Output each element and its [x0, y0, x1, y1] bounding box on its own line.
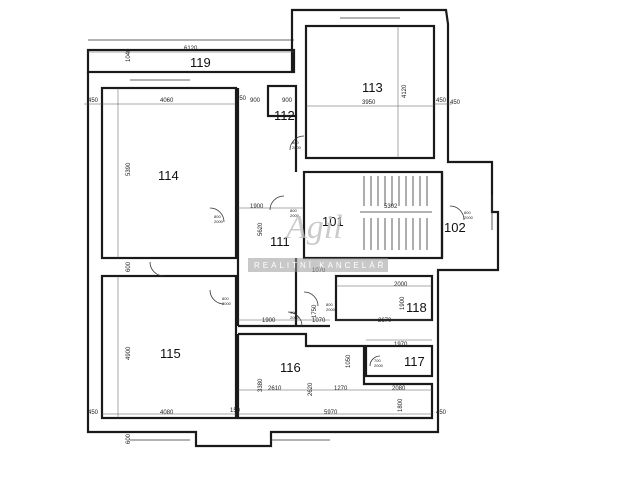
doors — [149, 135, 465, 367]
wall-outer — [86, 8, 500, 448]
room-label-102: 102 — [444, 220, 466, 235]
dim-label: 5970 — [324, 410, 338, 416]
dim-label: 150 — [236, 96, 247, 102]
room-label-112: 112 — [274, 108, 295, 123]
wall-room-115 — [100, 274, 238, 420]
watermark-tagline: REALITNÍ KANCELÁŘ — [254, 261, 386, 270]
dim-label: 450 — [436, 98, 447, 104]
dim-label: 450 — [450, 100, 461, 106]
dim-label: 900 — [282, 98, 293, 104]
dim-label: 1800 — [398, 398, 404, 412]
dim-label: 450 — [88, 410, 99, 416]
door-swing-117 — [369, 355, 381, 367]
dim-label: 1900 — [400, 296, 406, 310]
room-label-115: 115 — [160, 346, 181, 361]
room-label-101: 101 — [322, 214, 344, 229]
wall-room-112 — [266, 84, 298, 118]
room-label-119: 119 — [190, 55, 211, 70]
door-swing-116 — [287, 311, 303, 327]
dim-label: 5620 — [258, 222, 264, 236]
door-swing-115a — [149, 261, 165, 277]
dim-label: 900 — [250, 98, 261, 104]
dim-label: 6120 — [184, 46, 198, 52]
dim-label: 1070 — [312, 318, 326, 324]
dim-label: 2610 — [268, 386, 282, 392]
dim-label: 4900 — [126, 346, 132, 360]
dim-label: 3380 — [258, 378, 264, 392]
door-swing-118 — [303, 291, 319, 307]
wall-room-117 — [364, 344, 434, 378]
dim-label: 600 — [126, 433, 132, 444]
door-swing-115b — [209, 289, 225, 305]
room-label-111: 111 — [270, 234, 290, 249]
dimension-lines — [84, 26, 452, 418]
dim-label: 1970 — [394, 342, 408, 348]
dim-label: 600 — [126, 261, 132, 272]
door-swing-114 — [209, 207, 225, 223]
dim-label: 1900 — [250, 204, 264, 210]
dim-label: 4080 — [160, 410, 174, 416]
room-label-116: 116 — [280, 360, 301, 375]
room-label-118: 118 — [406, 300, 427, 315]
dim-label: 450 — [88, 98, 99, 104]
dim-label: 5390 — [126, 162, 132, 176]
door-swing-112 — [289, 135, 305, 151]
room-label-117: 117 — [404, 354, 425, 369]
dim-label: 1040 — [126, 48, 132, 62]
dim-label: 4060 — [160, 98, 174, 104]
wall-room-119 — [86, 48, 296, 74]
dim-label: 3950 — [362, 100, 376, 106]
dim-label: 2080 — [392, 386, 406, 392]
dim-label: 1900 — [262, 318, 276, 324]
dim-label: 4120 — [402, 84, 408, 98]
dim-label: 2620 — [308, 382, 314, 396]
dim-label: 5302 — [384, 204, 398, 210]
wall-room-113 — [304, 24, 436, 160]
room-label-113: 113 — [362, 80, 383, 95]
dim-label: 150 — [230, 408, 241, 414]
dim-label: 450 — [436, 410, 447, 416]
dim-label: 1270 — [334, 386, 348, 392]
wall-room-116 — [236, 332, 434, 420]
dim-label: 2670 — [378, 318, 392, 324]
dim-label: 1750 — [312, 304, 318, 318]
watermark-logo: Agil — [284, 209, 343, 246]
watermark: Agil REALITNÍ KANCELÁŘ — [248, 209, 388, 272]
wall-room-114 — [100, 86, 238, 260]
room-label-114: 114 — [158, 168, 179, 183]
dim-label: 2000 — [394, 282, 408, 288]
watermark-band — [248, 258, 388, 272]
stairs — [360, 176, 432, 250]
door-swing-102 — [449, 205, 465, 221]
dim-label: 1050 — [346, 354, 352, 368]
room-labels: 119 113 112 114 101 102 111 118 115 116 … — [158, 55, 466, 375]
